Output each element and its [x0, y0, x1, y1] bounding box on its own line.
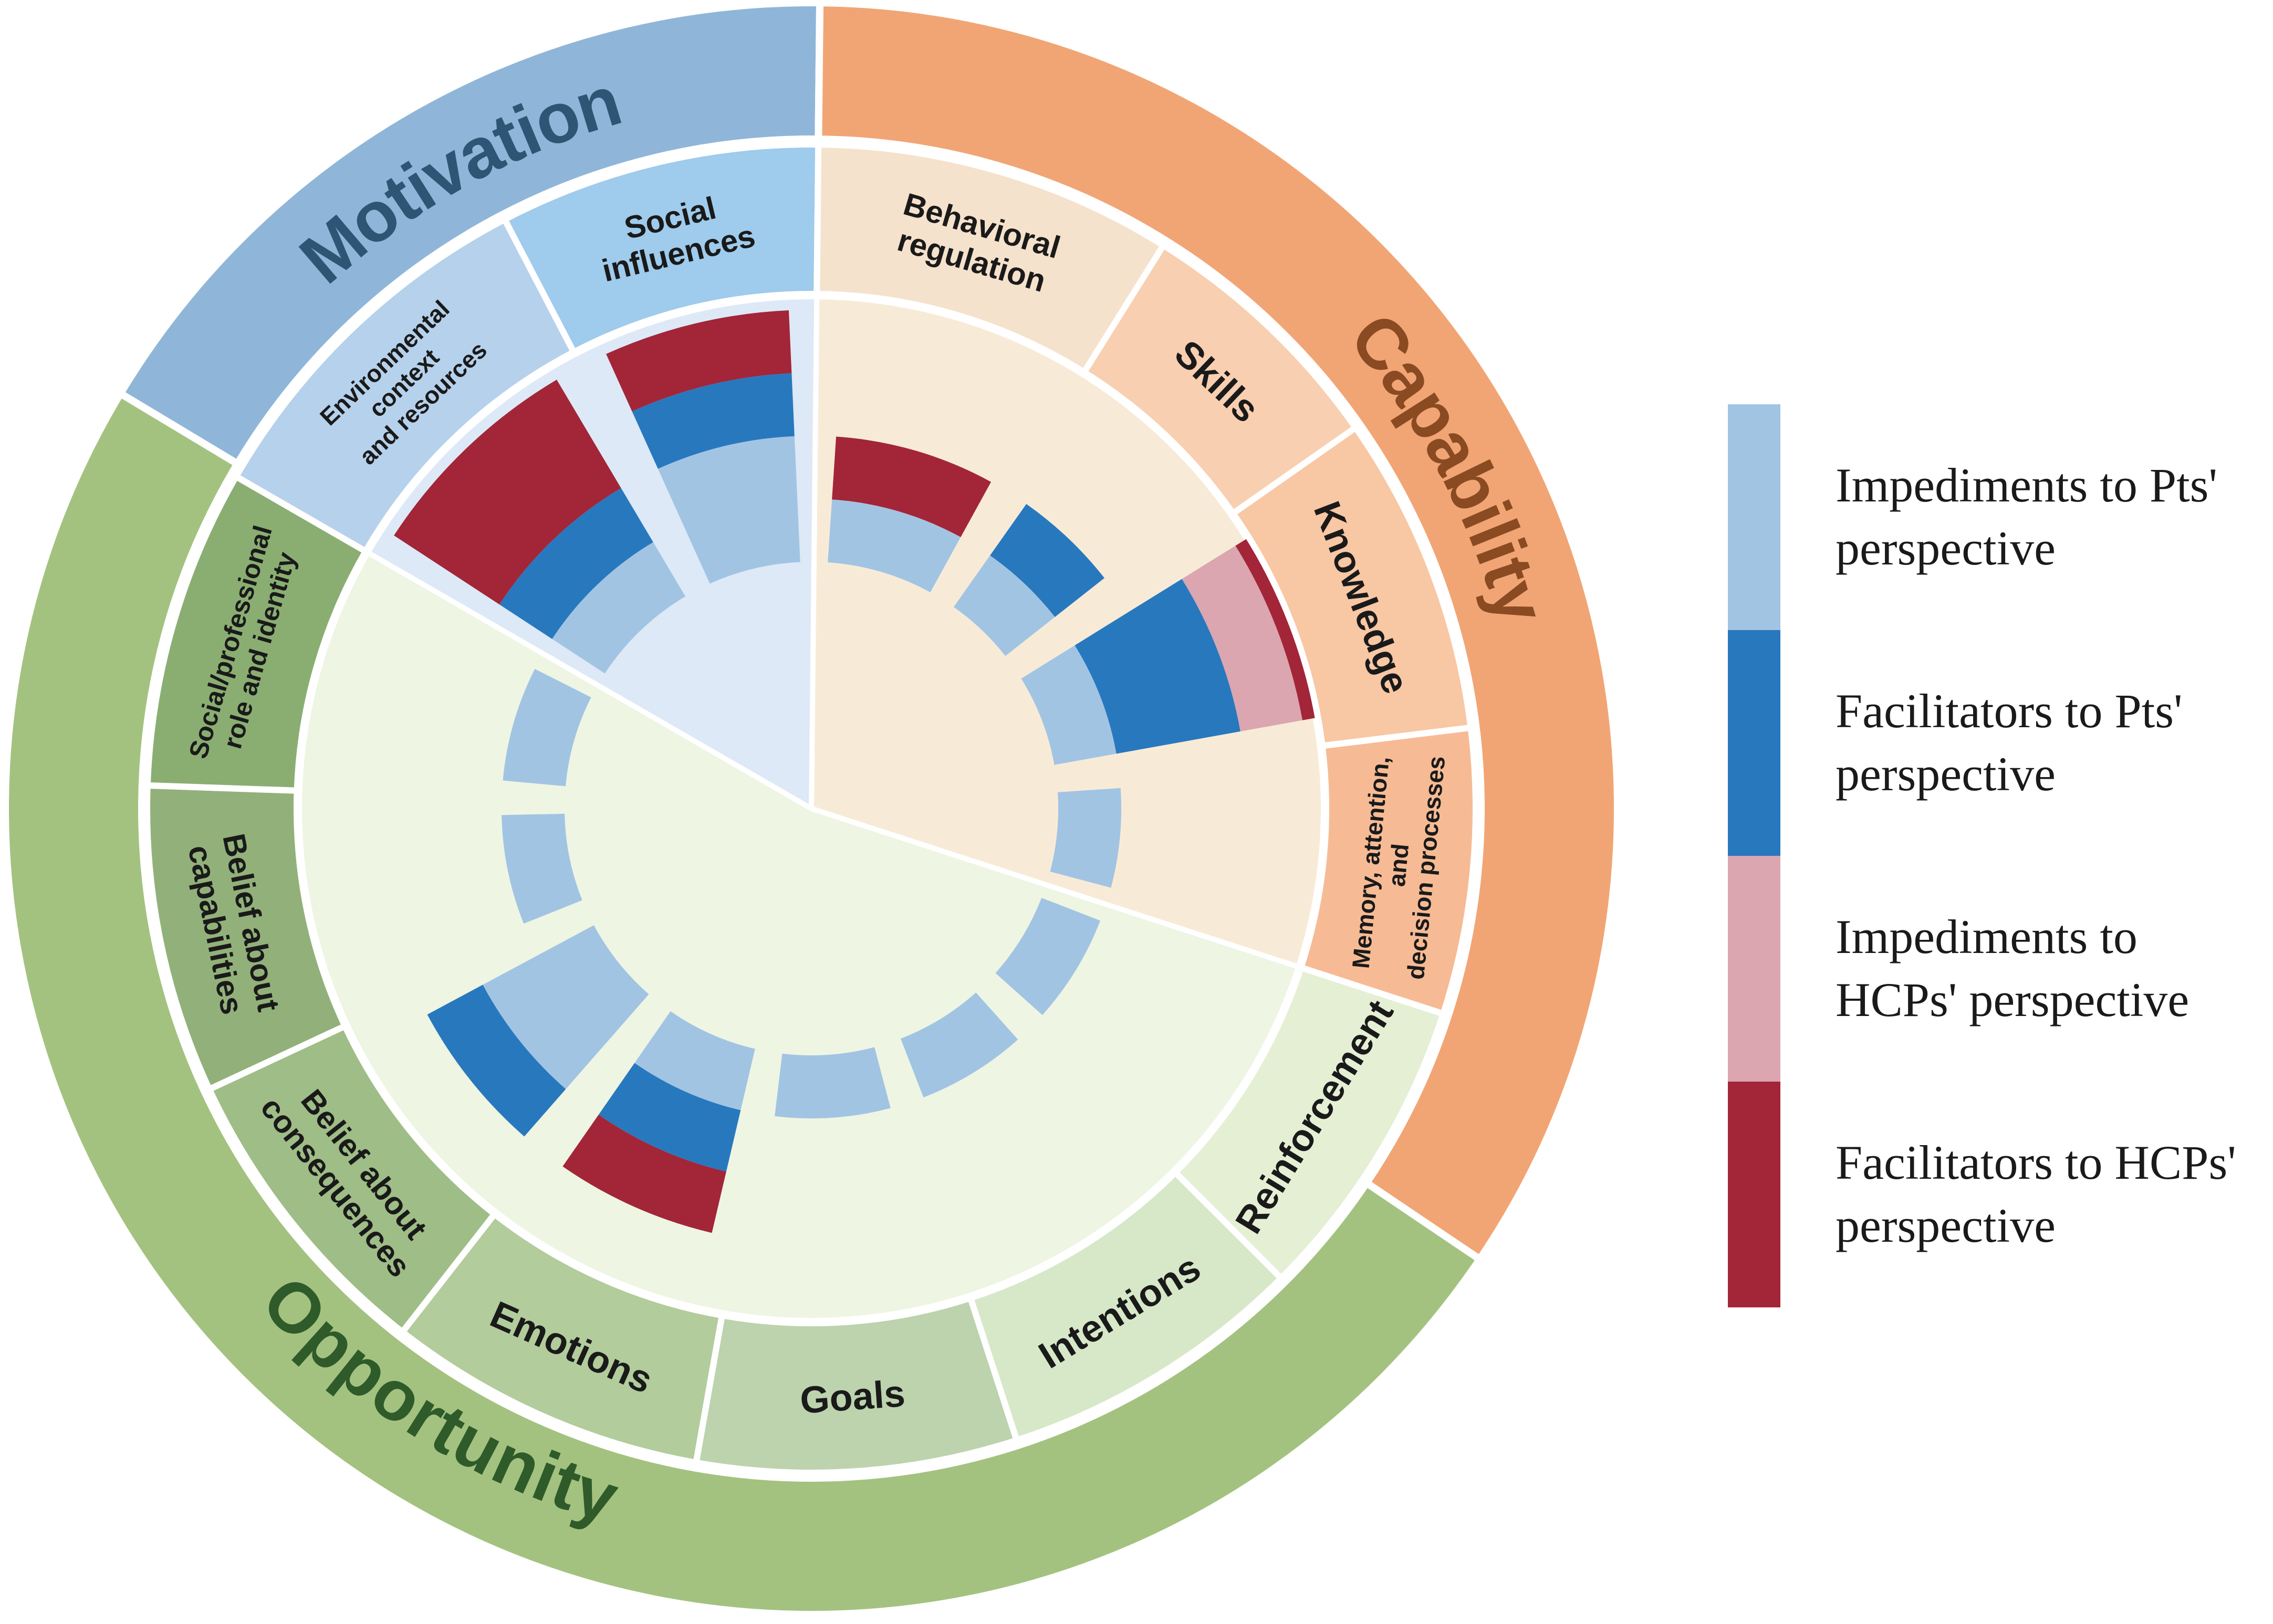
tdf-label-line: and	[1383, 842, 1414, 887]
bar-memory-attention-and-decision-processes-pts-impediment	[1050, 788, 1121, 888]
bar-behavioral-regulation-pts-impediment	[828, 499, 961, 593]
legend-label-line: HCPs' perspective	[1836, 973, 2189, 1026]
inner-divider	[809, 299, 820, 809]
inner-disc	[301, 299, 1321, 1318]
legend: Impediments to Pts'perspectiveFacilitato…	[1728, 404, 2236, 1307]
bar-belief-about-consequences-pts-impediment	[483, 925, 649, 1089]
bar-knowledge-pts-facilitator	[1075, 579, 1240, 754]
tdf-label-group: Goals	[799, 1372, 906, 1422]
legend-label-hcp-facilitator: Facilitators to HCPs' perspective	[1836, 1136, 2236, 1252]
tdf-label-goals: Goals	[799, 1372, 906, 1422]
legend-label-line: Impediments to	[1836, 910, 2138, 963]
bar-social-influences-pts-facilitator	[632, 373, 795, 469]
legend-label-line: Facilitators to Pts'	[1836, 684, 2183, 738]
legend-swatch-pts-impediment	[1728, 404, 1780, 630]
tdf-segment-environmental-context-and-resources	[232, 215, 578, 556]
tdf-label-line: Goals	[799, 1372, 906, 1422]
bar-emotions-hcp-facilitator	[562, 1115, 726, 1233]
bar-social-influences-pts-impediment	[658, 436, 800, 584]
bar-layer	[394, 310, 1427, 1233]
legend-label-line: Impediments to Pts'	[1836, 458, 2217, 512]
bar-belief-about-consequences-pts-facilitator	[427, 984, 566, 1137]
legend-swatch-hcp-impediment	[1728, 856, 1780, 1082]
legend-label-hcp-impediment: Impediments to HCPs' perspective	[1836, 910, 2189, 1026]
bar-social-influences-hcp-facilitator	[606, 310, 792, 412]
legend-label-line: perspective	[1836, 521, 2056, 575]
bar-social-professional-role-and-identity-pts-impediment	[503, 668, 591, 787]
bar-emotions-pts-facilitator	[598, 1063, 741, 1172]
bar-belief-about-capabilities-pts-impediment	[502, 813, 582, 924]
bar-skills-pts-impediment	[953, 555, 1055, 656]
bar-knowledge-pts-impediment	[1021, 645, 1117, 765]
legend-label-line: perspective	[1836, 1199, 2056, 1252]
bar-behavioral-regulation-hcp-facilitator	[832, 436, 992, 537]
bar-knowledge-hcp-impediment	[1182, 546, 1302, 732]
legend-swatch-hcp-facilitator	[1728, 1082, 1780, 1307]
legend-label-pts-facilitator: Facilitators to Pts' perspective	[1836, 684, 2183, 801]
bar-goals-pts-impediment	[775, 1047, 891, 1118]
bar-environmental-context-and-resources-hcp-facilitator	[394, 380, 621, 605]
bar-intentions-pts-impediment	[900, 992, 1018, 1098]
bar-emotions-pts-impediment	[634, 1011, 755, 1110]
legend-label-pts-impediment: Impediments to Pts' perspective	[1836, 458, 2217, 575]
legend-label-line: Facilitators to HCPs'	[1836, 1136, 2236, 1189]
bar-reinforcement-pts-impediment	[995, 897, 1101, 1015]
domain-segment-opportunity	[2, 388, 1485, 1618]
inner-divider	[369, 551, 813, 811]
domain-segment-capability	[815, 0, 1621, 1265]
bar-environmental-context-and-resources-pts-impediment	[552, 542, 686, 674]
bar-environmental-context-and-resources-pts-facilitator	[499, 488, 653, 639]
bar-skills-pts-facilitator	[990, 504, 1104, 617]
inner-divider	[810, 806, 1297, 969]
legend-label-line: perspective	[1836, 747, 2056, 801]
legend-swatch-pts-facilitator	[1728, 630, 1780, 856]
